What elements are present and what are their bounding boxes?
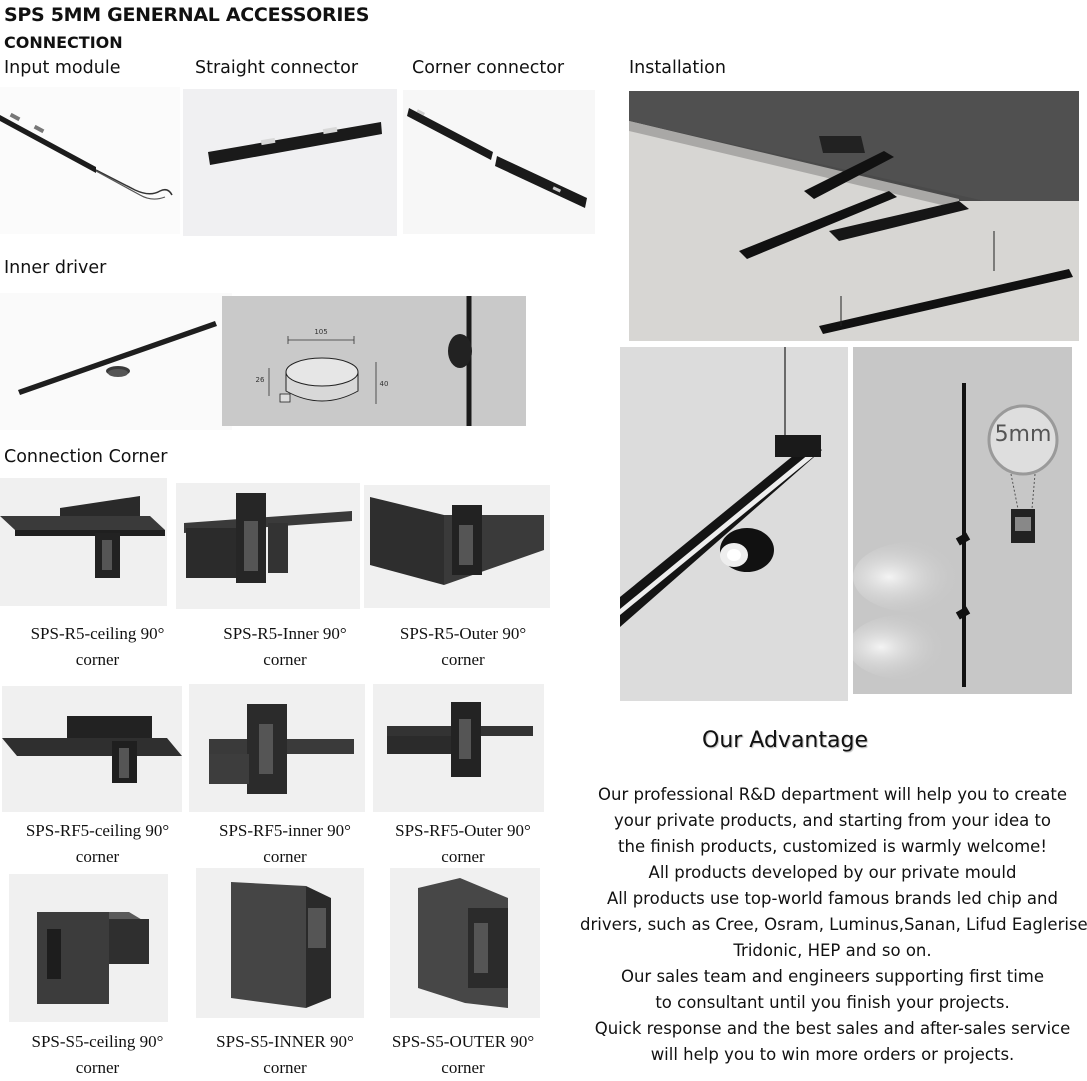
driver-right-height-dimension: 40 — [380, 380, 389, 388]
corner-caption: SPS-R5-Inner 90°corner — [223, 624, 347, 669]
advantage-line: drivers, such as Cree, Osram, Luminus,Sa… — [580, 915, 1087, 934]
corner-caption: SPS-R5-ceiling 90°corner — [30, 624, 165, 669]
corner-connector-image — [403, 90, 595, 234]
advantage-line: to consultant until you finish your proj… — [655, 993, 1010, 1012]
sps-rf5-inner-corner-image — [189, 684, 365, 812]
inner-driver-dimension-image: 105 26 40 — [222, 296, 526, 426]
corner-caption: SPS-RF5-inner 90°corner — [219, 821, 351, 866]
advantage-line: All products use top-world famous brands… — [607, 889, 1058, 908]
advantage-line: the finish products, customized is warml… — [618, 837, 1047, 856]
sps-s5-inner-corner-image — [196, 868, 364, 1018]
inner-driver-label: Inner driver — [4, 258, 107, 278]
corner-caption: SPS-S5-OUTER 90°corner — [391, 1032, 535, 1077]
advantage-line: Our professional R&D department will hel… — [598, 785, 1067, 804]
installation-label: Installation — [629, 58, 726, 78]
sps-rf5-outer-corner-image — [373, 684, 544, 812]
straight-connector-label: Straight connector — [195, 58, 359, 78]
straight-connector-image — [183, 89, 397, 236]
input-module-label: Input module — [4, 58, 121, 78]
advantage-title: Our Advantage — [702, 728, 868, 753]
driver-left-height-dimension: 26 — [256, 376, 265, 384]
sps-r5-outer-corner-image — [364, 485, 550, 608]
connection-corner-label: Connection Corner — [4, 447, 168, 467]
corner-caption: SPS-R5-Outer 90°corner — [399, 624, 527, 669]
advantage-line: Tridonic, HEP and so on. — [733, 941, 932, 960]
inner-driver-rail-image — [0, 293, 232, 430]
driver-width-dimension: 105 — [314, 328, 327, 336]
corner-connector-label: Corner connector — [412, 58, 565, 78]
sps-r5-ceiling-corner-image — [0, 478, 167, 606]
corner-caption: SPS-S5-INNER 90°corner — [216, 1032, 354, 1077]
advantage-body: Our professional R&D department will hel… — [580, 782, 1087, 1068]
section-subtitle: CONNECTION — [4, 33, 123, 52]
advantage-line: your private products, and starting from… — [613, 811, 1052, 830]
track-spotlight-image — [620, 347, 848, 701]
advantage-line: Our sales team and engineers supporting … — [620, 967, 1045, 986]
wall-lighting-image: 5mm — [853, 347, 1072, 694]
installation-image — [629, 91, 1079, 341]
sps-rf5-ceiling-corner-image — [2, 686, 182, 812]
input-module-image — [0, 87, 180, 234]
advantage-line: All products developed by our private mo… — [648, 863, 1017, 882]
sps-s5-outer-corner-image — [390, 868, 540, 1018]
corner-caption: SPS-RF5-ceiling 90°corner — [25, 821, 170, 866]
advantage-line: Quick response and the best sales and af… — [594, 1019, 1071, 1038]
sps-r5-inner-corner-image — [176, 483, 360, 609]
advantage-line: will help you to win more orders or proj… — [650, 1045, 1015, 1064]
size-badge: 5mm — [994, 422, 1052, 447]
sps-s5-ceiling-corner-image — [9, 874, 168, 1022]
corner-caption: SPS-RF5-Outer 90°corner — [395, 821, 531, 866]
corner-caption: SPS-S5-ceiling 90°corner — [31, 1032, 164, 1077]
page-title: SPS 5MM GENERNAL ACCESSORIES — [4, 4, 370, 26]
